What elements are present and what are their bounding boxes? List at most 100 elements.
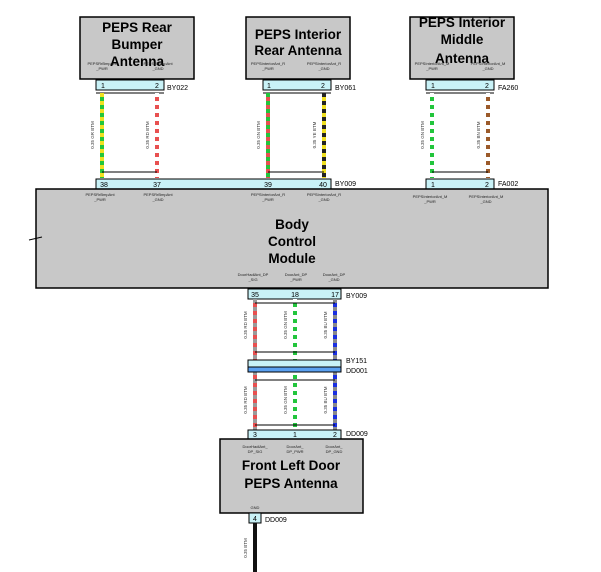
pin-number: 39	[264, 182, 272, 189]
module-peps-interior-rear-antenna: PEPS Interior Rear Antenna PEPSInteriorA…	[245, 16, 351, 80]
pin-label: _PWR	[261, 66, 274, 71]
module-title-line: Antenna	[110, 54, 164, 69]
pin-label: DoorHadlAnt_DP	[238, 272, 269, 277]
pin-label: GND	[251, 505, 260, 510]
module-title-line: Front Left Door	[242, 458, 341, 473]
connector-fa002: 1 2 FA002	[425, 178, 518, 190]
pin-label: _GND	[479, 199, 491, 204]
pin-label: _GND	[317, 197, 329, 202]
pin-label: DoorAnt_DP	[285, 272, 308, 277]
module-title-line: PEPS Interior	[255, 27, 342, 42]
connector-by061: 1 2 BY061	[262, 79, 356, 94]
wire-spec: 0.35 GN BTM	[256, 121, 261, 149]
pin-number: 35	[251, 292, 259, 299]
wire-spec: 0.35 GR BTM	[90, 121, 95, 149]
pin-label: _GND	[481, 66, 493, 71]
module-title-line: PEPS Antenna	[244, 476, 338, 491]
pin-label: PEPSInteriorAnt_R	[251, 192, 285, 197]
pin-label: PEPSInteriorAnt_M	[413, 194, 448, 199]
wire-shield-lines-door	[255, 302, 335, 426]
pin-label: DP_PWR	[286, 449, 303, 454]
pin-label: _PWR	[95, 66, 108, 71]
wire-spec: 0.35 RD BTM	[243, 386, 248, 414]
pin-number: 2	[485, 182, 489, 189]
pin-number: 2	[321, 83, 325, 90]
module-title-line: PEPS Rear	[102, 20, 173, 35]
pin-label: PEPSRrBmpAnt	[143, 192, 173, 197]
wire-spec: 0.35 BTM	[243, 538, 248, 558]
wire-spec: 0.35 BU BTM	[323, 386, 328, 413]
wire-spec: 0.35 GN BTM	[283, 311, 288, 339]
pin-number: 1	[267, 83, 271, 90]
connector-by022: 1 2 BY022	[95, 79, 188, 94]
connector-label: FA002	[498, 181, 518, 188]
pin-label: DoorAnt_	[326, 444, 344, 449]
connector-by009-top: 38 37 39 40 BY009	[95, 178, 356, 190]
module-body-control-module: Body Control Module PEPSRrBmpAnt _PWR PE…	[28, 188, 549, 289]
pin-label: _PWR	[289, 277, 302, 282]
connector-label: DD001	[346, 368, 368, 375]
pin-label: _PWR	[261, 197, 274, 202]
pin-number: 1	[431, 83, 435, 90]
connector-dd009-bottom: 4 DD009	[248, 512, 287, 524]
connector-fa260: 1 2 FA260	[425, 79, 518, 94]
pin-label: _GND	[151, 197, 163, 202]
pin-label: DoorAnt_DP	[323, 272, 346, 277]
module-peps-rear-bumper-antenna: PEPS Rear Bumper Antenna PEPSRrBmpAnt _P…	[79, 16, 195, 80]
pin-label: DP_GND	[326, 449, 343, 454]
wire-spec: 0.35 BN BTM	[476, 121, 481, 148]
pin-number: 3	[253, 432, 257, 439]
connector-label: BY009	[335, 181, 356, 188]
connector-label: BY151	[346, 358, 367, 365]
pin-number: 2	[333, 432, 337, 439]
pin-label: PEPSInteriorAnt_R	[307, 192, 341, 197]
pin-number: 4	[253, 516, 257, 523]
connector-label: BY061	[335, 85, 356, 92]
pin-label: PEPSInteriorAnt_R	[251, 61, 285, 66]
module-title-line: Body	[275, 217, 309, 232]
pin-number: 1	[431, 182, 435, 189]
pin-label: _GND	[317, 66, 329, 71]
pin-number: 1	[101, 83, 105, 90]
wire-ground: 0.35 BTM	[243, 523, 257, 572]
pin-label: _PWR	[423, 199, 436, 204]
wire-spec: 0.35 GN BTM	[420, 121, 425, 149]
pin-label: _PWR	[93, 197, 106, 202]
wire-spec: 0.35 YE BTM	[312, 121, 317, 148]
pin-label: PEPSInteriorAnt_R	[307, 61, 341, 66]
connector-by151-dd001: BY151 DD001	[247, 358, 368, 375]
module-peps-interior-middle-antenna: PEPS Interior Middle Antenna PEPSInterio…	[409, 15, 515, 80]
pin-number: 37	[153, 182, 161, 189]
module-title-line: Antenna	[435, 51, 489, 66]
pin-number: 17	[331, 292, 339, 299]
pin-label: _SIG	[247, 277, 257, 282]
module-title-line: Middle	[441, 32, 484, 47]
module-title-line: PEPS Interior	[419, 15, 506, 30]
pin-number: 40	[319, 182, 327, 189]
pin-number: 2	[155, 83, 159, 90]
pin-label: PEPSRrBmpAnt	[143, 61, 173, 66]
pin-number: 2	[485, 83, 489, 90]
connector-label: DD009	[265, 517, 287, 524]
wire-spec: 0.35 RD BTM	[145, 121, 150, 149]
pin-number: 18	[291, 292, 299, 299]
connector-label: DD009	[346, 431, 368, 438]
wire-spec-labels-top: 0.35 GR BTM 0.35 RD BTM 0.35 GN BTM 0.35…	[90, 121, 481, 149]
connector-dd009-top: 3 1 2 DD009	[247, 429, 368, 440]
connector-label: FA260	[498, 85, 518, 92]
wire-spec: 0.35 BU BTM	[323, 311, 328, 338]
module-title-line: Control	[268, 234, 316, 249]
pin-label: PEPSRrBmpAnt	[85, 192, 115, 197]
wire-spec-labels-door: 0.35 RD BTM 0.35 GN BTM 0.35 BU BTM 0.35…	[243, 311, 328, 414]
module-front-left-door-peps-antenna: DoorHadlAnt_ DP_SIG DoorAnt_ DP_PWR Door…	[219, 438, 364, 514]
connector-label: BY022	[167, 85, 188, 92]
pin-number: 1	[293, 432, 297, 439]
pin-label: PEPSRrBmpAnt	[87, 61, 117, 66]
module-title-line: Bumper	[111, 37, 163, 52]
module-title-line: Rear Antenna	[254, 43, 342, 58]
pin-number: 38	[100, 182, 108, 189]
wire-spec: 0.35 GN BTM	[283, 386, 288, 414]
wire-spec: 0.35 RD BTM	[243, 311, 248, 339]
pin-label: PEPSInteriorAnt_M	[469, 194, 504, 199]
